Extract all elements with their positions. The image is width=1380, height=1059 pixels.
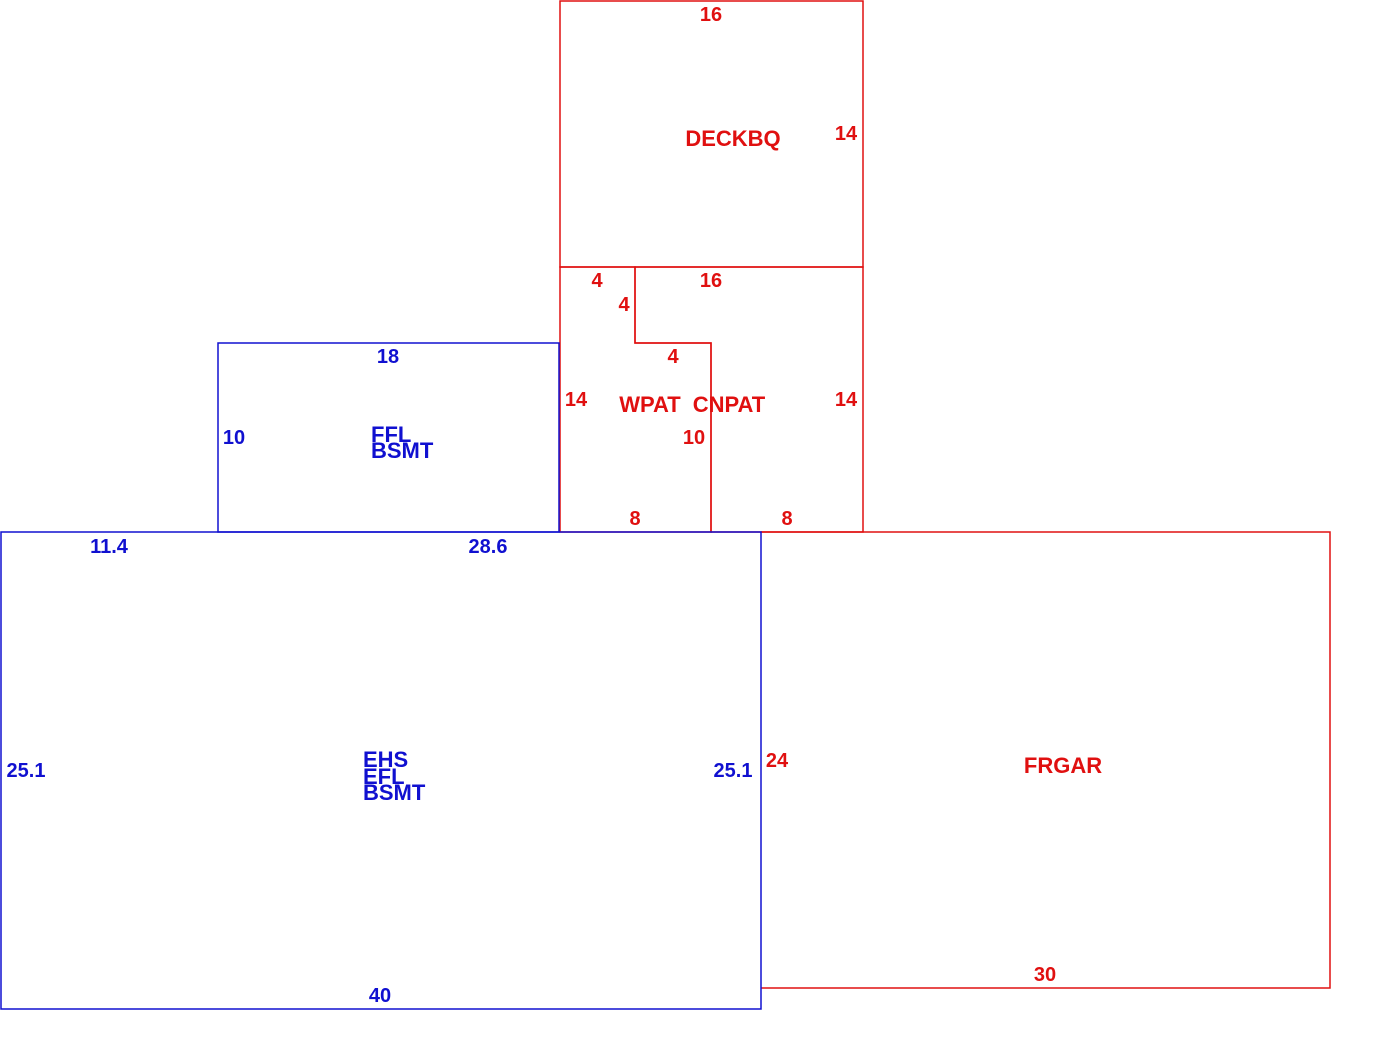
garage-left-dimension: 24 [766,750,789,772]
deck-top-dimension: 16 [700,4,722,26]
main-area-label-line-3: BSMT [363,780,426,805]
main-top-right-dimension: 28.6 [469,536,508,558]
patio-notch-vertical-dimension: 4 [618,294,630,316]
wpat-area-label: WPAT [619,392,681,417]
main-left-dimension: 25.1 [7,760,46,782]
main-area-label-line-2: EFL [363,764,405,789]
garage-bottom-dimension: 30 [1034,964,1056,986]
patio-top-right-dimension: 16 [700,270,722,292]
addition-area-label-line-2: BSMT [371,438,434,463]
patio-right-dimension: 14 [835,389,858,411]
patio-notch-horizontal-dimension: 4 [667,346,679,368]
deck-right-dimension: 14 [835,123,858,145]
addition-left-dimension: 10 [223,427,245,449]
patio-top-left-dimension: 4 [591,270,603,292]
main-bottom-dimension: 40 [369,985,391,1007]
patio-left-dimension: 14 [565,389,588,411]
patio-bottom-left-dimension: 8 [629,508,640,530]
main-area-label-line-1: EHS [363,747,408,772]
main-right-dimension: 25.1 [714,760,753,782]
patio-divider-dimension: 10 [683,427,705,449]
main-house-outline [0,531,762,1010]
patio-bottom-right-dimension: 8 [781,508,792,530]
addition-area-label-line-1: FFL [371,422,411,447]
addition-top-dimension: 18 [377,346,399,368]
main-top-left-dimension: 11.4 [90,536,129,558]
garage-area-label: FRGAR [1024,753,1102,778]
garage-outline [761,531,1331,989]
cnpat-area-label: CNPAT [693,392,766,417]
deck-area-label: DECKBQ [685,126,780,151]
